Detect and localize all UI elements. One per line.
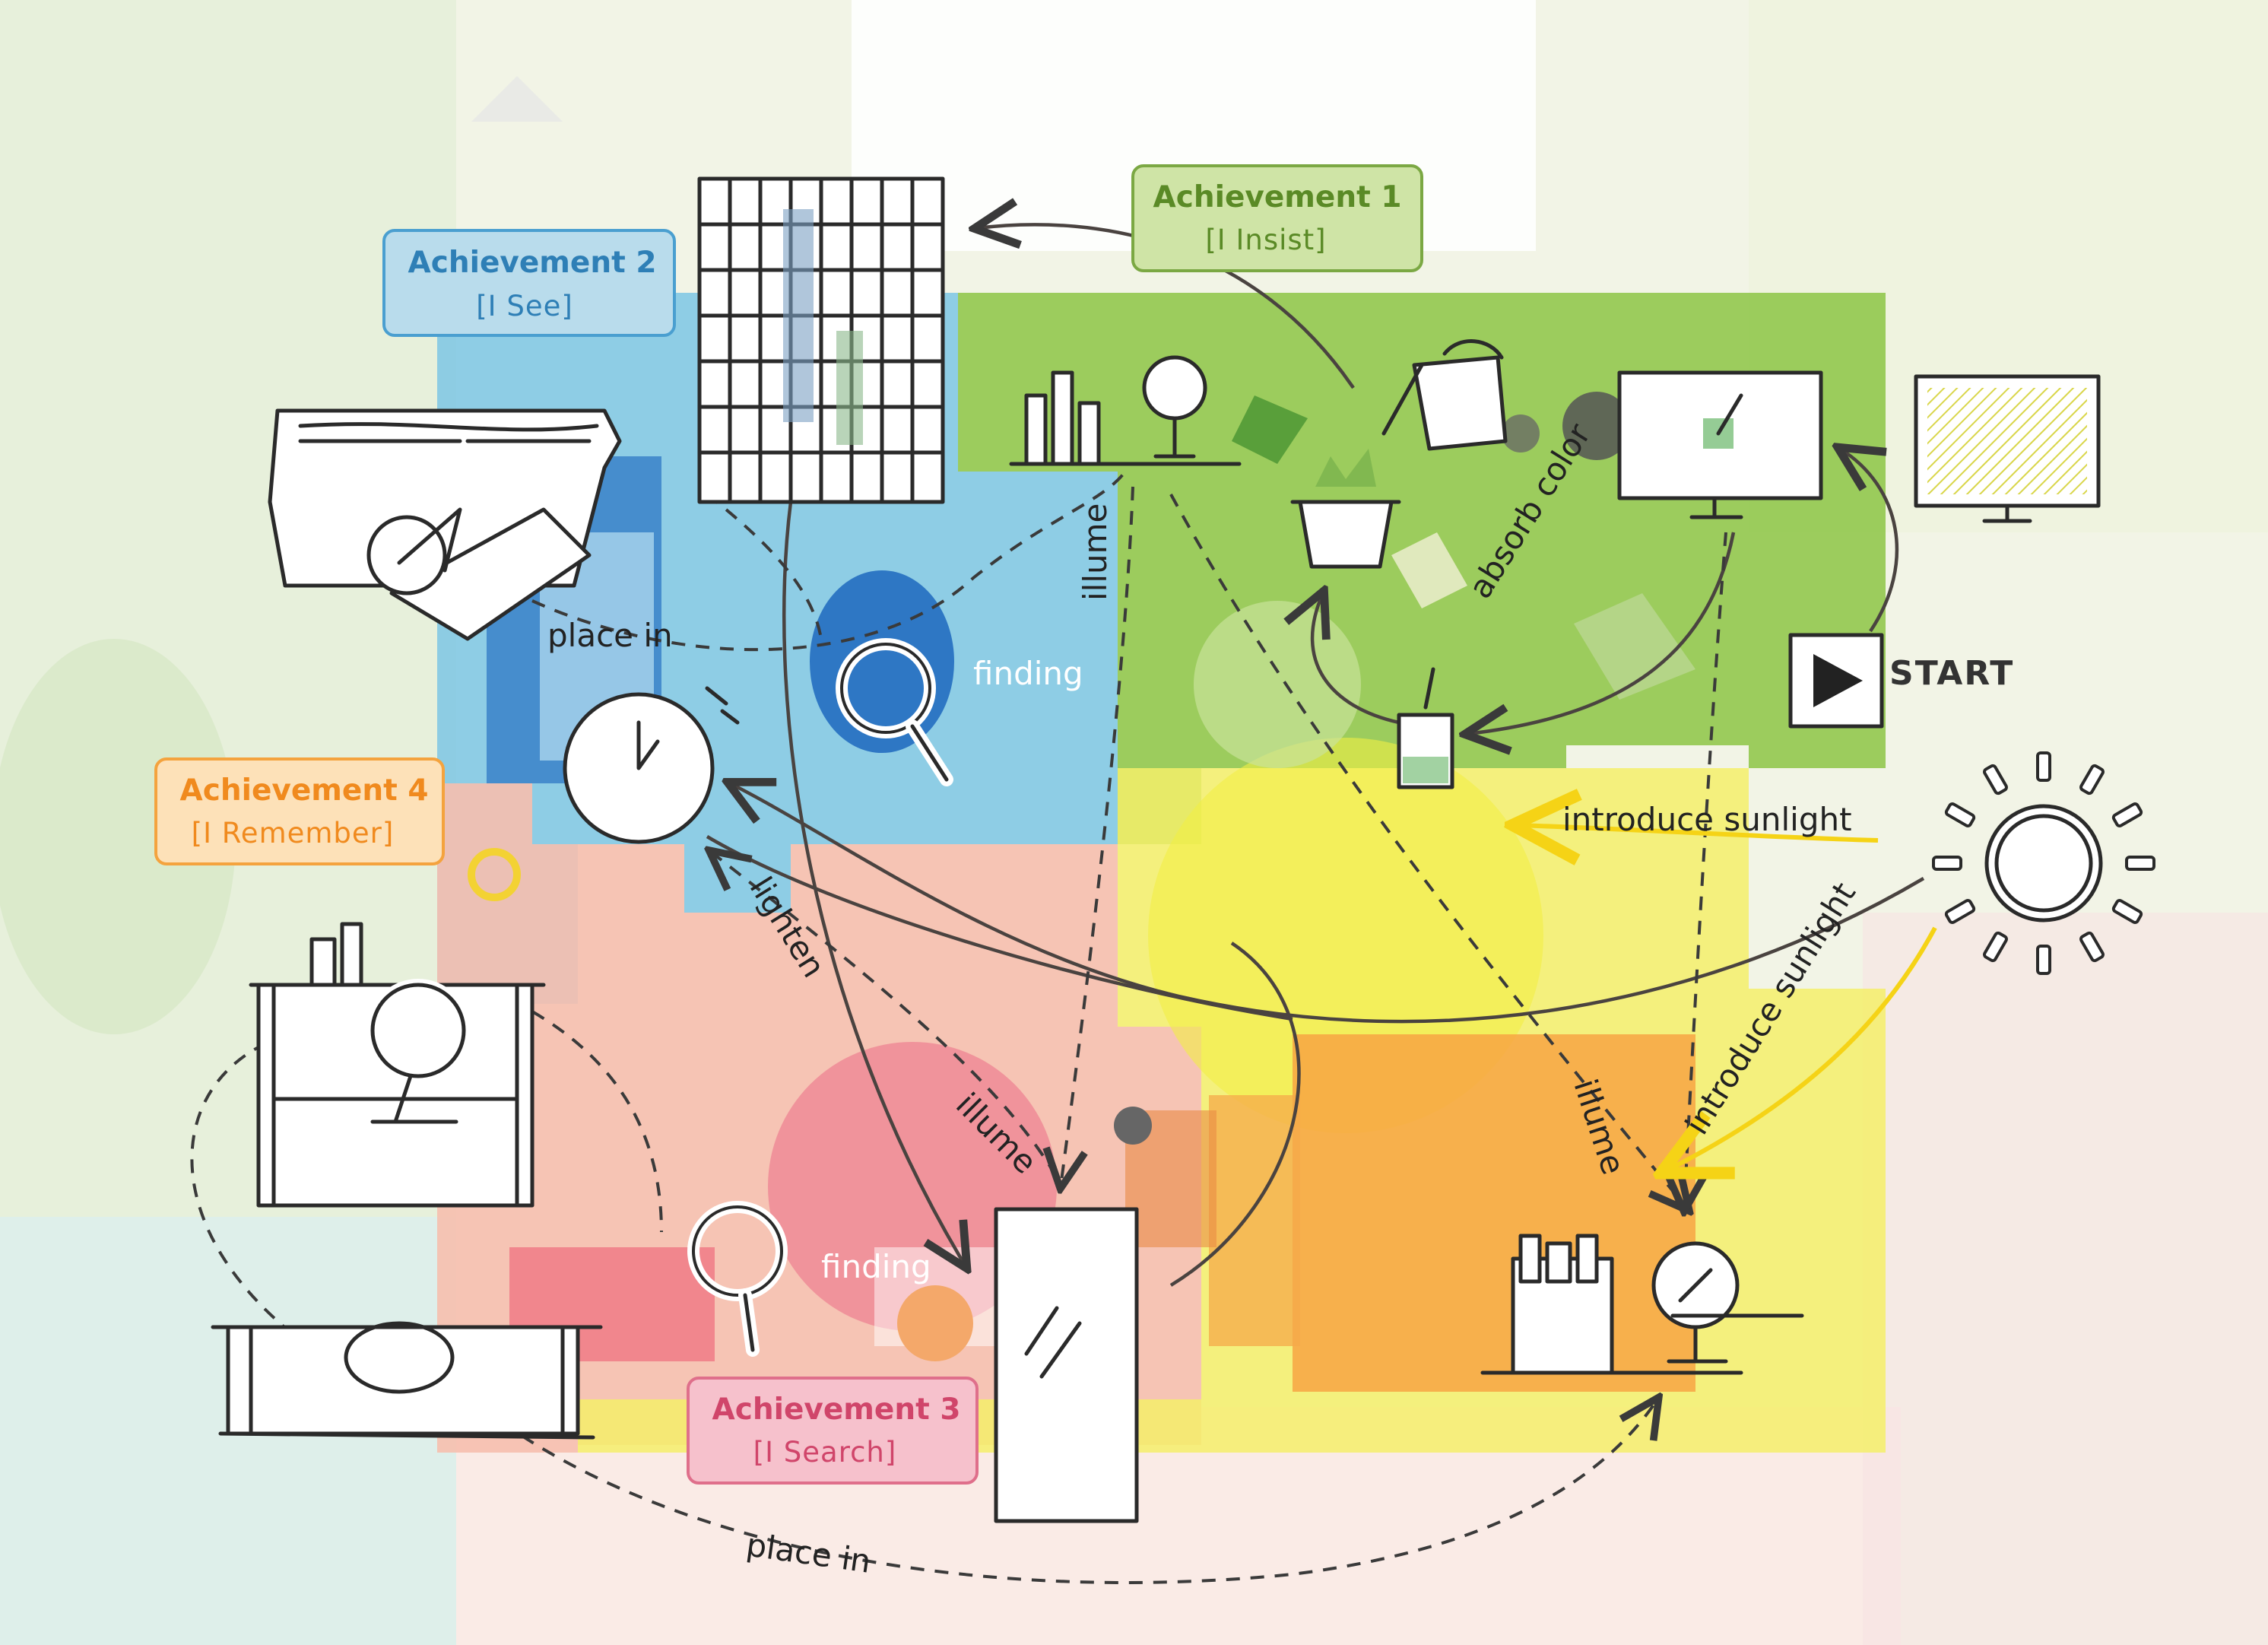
achievement-2-subtitle: [I See] [476,290,573,322]
achievement-1-box[interactable]: Achievement 1 [I Insist] [1133,166,1422,271]
action-introduce-sunlight-1: introduce sunlight [1562,801,1852,838]
monitor-yellow-icon[interactable] [1916,376,2098,521]
mirror-icon[interactable] [996,1209,1137,1521]
achievement-4-subtitle: [I Remember] [192,817,395,849]
achievement-1-title: Achievement 1 [1153,180,1402,214]
orange-bed [1293,1034,1695,1392]
drawer-icon[interactable] [213,1323,601,1437]
achievement-1-subtitle: [I Insist] [1205,224,1326,256]
achievement-4-title: Achievement 4 [180,773,429,808]
start-label: START [1889,654,2014,693]
achievement-2-title: Achievement 2 [408,246,657,280]
achievement-4-box[interactable]: Achievement 4 [I Remember] [156,759,443,864]
action-finding-2: finding [821,1248,931,1285]
achievement-3-box[interactable]: Achievement 3 [I Search] [688,1378,977,1483]
achievement-2-box[interactable]: Achievement 2 [I See] [384,230,674,335]
achievement-3-title: Achievement 3 [712,1393,961,1427]
achievement-3-subtitle: [I Search] [753,1436,897,1469]
bookshelf-icon[interactable] [699,179,943,502]
action-finding-1: finding [973,655,1083,692]
action-illume-1: illume [1077,503,1114,601]
action-place-in-1: place in [547,617,673,654]
play-button-icon[interactable] [1791,635,1882,726]
monitor-icon[interactable] [1619,373,1821,517]
